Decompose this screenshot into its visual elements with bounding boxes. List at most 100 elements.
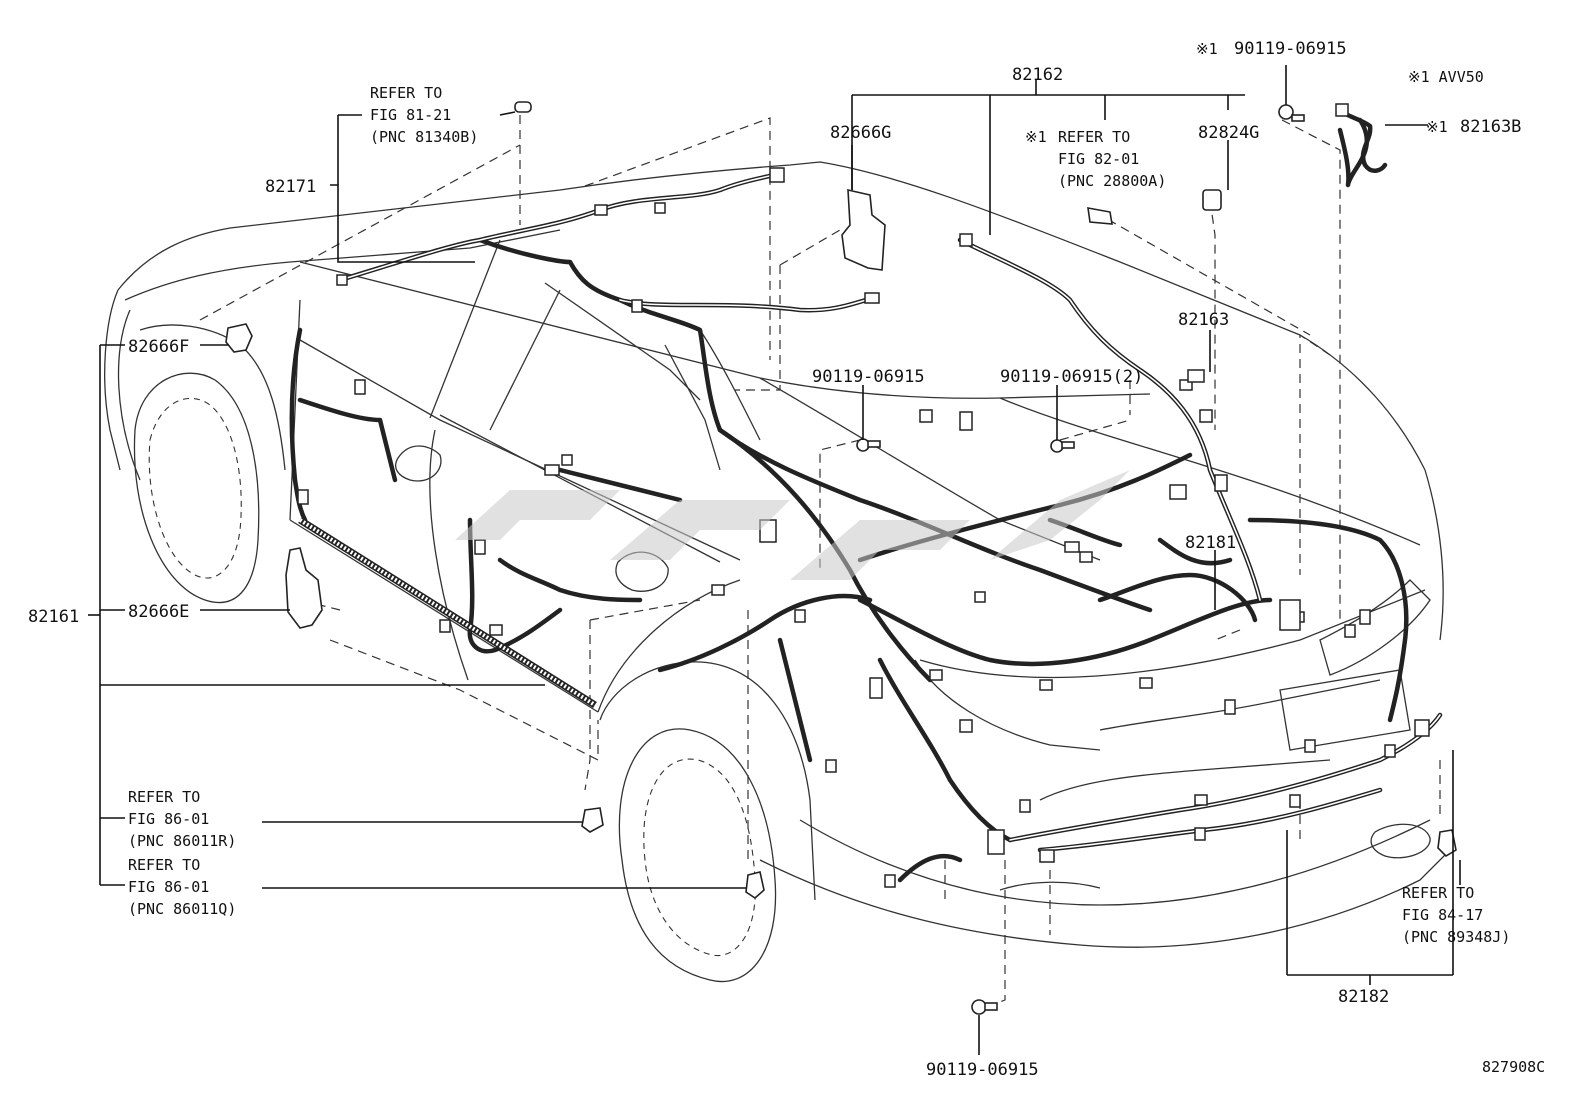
connector <box>489 624 503 636</box>
connector <box>1414 719 1430 737</box>
wire-harnesses <box>289 117 1443 883</box>
connector <box>354 379 366 395</box>
ref-line: REFER TO <box>370 84 442 102</box>
connector <box>1139 677 1153 689</box>
connector <box>474 539 486 555</box>
bolt-icon <box>1050 439 1075 453</box>
connector <box>711 584 725 596</box>
label-82666g: 82666G <box>830 123 891 143</box>
reference-fig86r: REFER TO FIG 86-01 (PNC 86011R) <box>128 788 236 850</box>
connector <box>1169 484 1187 500</box>
watermark-logo <box>455 470 1130 580</box>
harness-82163b <box>1339 109 1388 173</box>
connector <box>769 167 785 183</box>
connector <box>594 204 608 216</box>
connector <box>1079 551 1093 563</box>
bulb-81340b <box>514 101 532 113</box>
connector <box>1039 679 1053 691</box>
connector <box>1194 794 1208 806</box>
connector <box>1039 849 1055 863</box>
connector <box>1289 794 1301 808</box>
clip-82666f <box>225 323 253 353</box>
connector <box>959 411 973 431</box>
ref-line: FIG 86-01 <box>128 878 209 896</box>
ref-line: (PNC 89348J) <box>1402 928 1510 946</box>
connector <box>1214 474 1228 492</box>
label-avv50: ※1 AVV50 <box>1408 68 1484 86</box>
bolt-icon <box>1278 104 1305 122</box>
connectors <box>297 167 1430 888</box>
ref-line: (PNC 86011R) <box>128 832 236 850</box>
connector <box>1199 409 1213 423</box>
reference-fig81: REFER TO FIG 81-21 (PNC 81340B) <box>370 84 478 146</box>
label-82666e: 82666E <box>128 602 189 622</box>
connector <box>1194 827 1206 841</box>
connector <box>297 489 309 505</box>
connector <box>974 591 986 603</box>
ref-line: (PNC 28800A) <box>1058 172 1166 190</box>
label-82162: 82162 <box>1012 65 1063 85</box>
ref-line: FIG 84-17 <box>1402 906 1483 924</box>
bolt-icon <box>856 438 881 452</box>
bolt-icon <box>971 999 998 1015</box>
connector <box>825 759 837 773</box>
connector <box>959 233 973 247</box>
label-82163: 82163 <box>1178 310 1229 330</box>
rocker-harness <box>298 517 597 708</box>
ref-mark: ※1 <box>1025 128 1047 146</box>
label-82171: 82171 <box>265 177 316 197</box>
connector <box>919 409 933 423</box>
bracket-82666g <box>841 188 886 271</box>
connector <box>929 669 943 681</box>
connector <box>1224 699 1236 715</box>
separate-parts <box>225 101 1457 1015</box>
connector <box>1279 599 1301 631</box>
part-82824g <box>1202 189 1222 211</box>
ref-line: REFER TO <box>128 856 200 874</box>
label-82824g: 82824G <box>1198 123 1259 143</box>
ref-line: REFER TO <box>1402 884 1474 902</box>
label-82666f: 82666F <box>128 337 189 357</box>
ref-line: (PNC 81340B) <box>370 128 478 146</box>
connector <box>1384 744 1396 758</box>
connector <box>959 719 973 733</box>
connector <box>1359 609 1371 625</box>
diagram-code: 827908C <box>1482 1058 1545 1076</box>
sensor-86011r <box>581 807 604 833</box>
ref-line: FIG 81-21 <box>370 106 451 124</box>
connector <box>1335 103 1349 117</box>
connector <box>561 454 573 466</box>
label-82161: 82161 <box>28 607 79 627</box>
ref-line: FIG 82-01 <box>1058 150 1139 168</box>
label-top-bolt: 90119-06915 <box>1234 39 1347 59</box>
dashed-assembly-lines <box>199 115 1441 1009</box>
connector <box>654 202 666 214</box>
part-labels: 82162 82171 82666G 82824G ※1 AVV50 ※1 90… <box>28 39 1545 1080</box>
connector <box>869 677 883 699</box>
callout-lines <box>88 65 1461 1055</box>
connector <box>1179 379 1193 391</box>
label-top-bolt-mark: ※1 <box>1196 40 1218 58</box>
connector <box>1019 799 1031 813</box>
label-82182: 82182 <box>1338 987 1389 1007</box>
label-82163b: 82163B <box>1460 117 1521 137</box>
connector <box>884 874 896 888</box>
connector <box>544 464 560 476</box>
ref-line: REFER TO <box>1058 128 1130 146</box>
connector <box>864 292 880 304</box>
connector <box>1344 624 1356 638</box>
ref-line: FIG 86-01 <box>128 810 209 828</box>
connector <box>631 299 643 313</box>
ref-line: (PNC 86011Q) <box>128 900 236 918</box>
sensor-89348j <box>1437 829 1457 858</box>
reference-fig84: REFER TO FIG 84-17 (PNC 89348J) <box>1402 884 1510 946</box>
connector <box>1304 739 1316 753</box>
label-bolt-a: 90119-06915 <box>812 367 925 387</box>
label-82181: 82181 <box>1185 533 1236 553</box>
label-bolt-b: 90119-06915(2) <box>1000 367 1143 387</box>
connector <box>987 829 1005 855</box>
reference-fig86q: REFER TO FIG 86-01 (PNC 86011Q) <box>128 856 236 918</box>
ref-line: REFER TO <box>128 788 200 806</box>
part-fig82 <box>1087 207 1113 225</box>
